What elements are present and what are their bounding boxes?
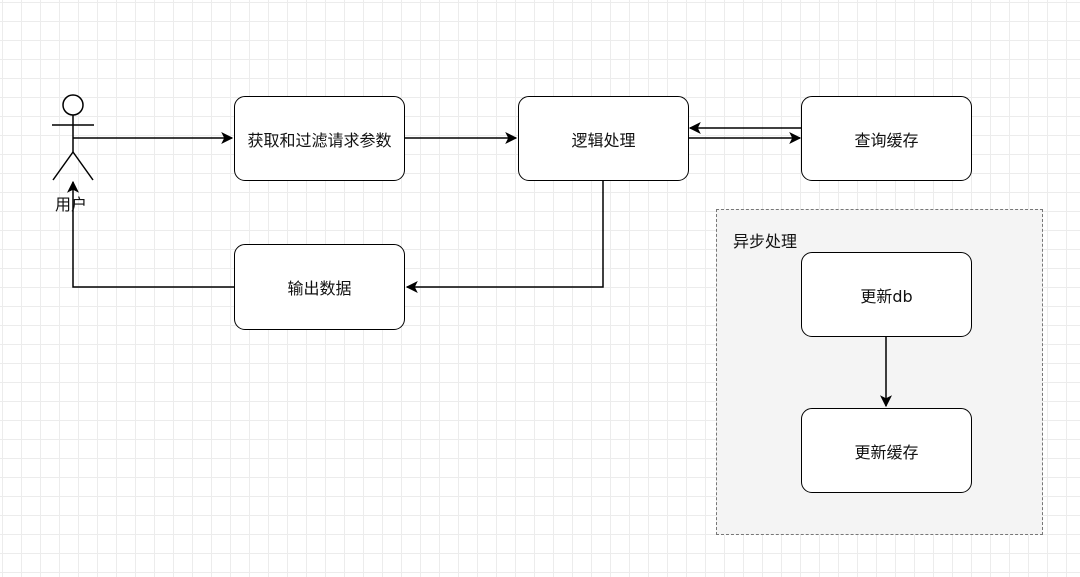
node-fetch-filter[interactable]: 获取和过滤请求参数: [234, 96, 405, 181]
node-fetch-filter-label: 获取和过滤请求参数: [247, 130, 392, 150]
node-update-db-label: 更新db: [860, 286, 913, 306]
node-query-cache[interactable]: 查询缓存: [801, 96, 972, 181]
edge-output-to-user: [67, 180, 234, 288]
node-query-cache-label: 查询缓存: [854, 130, 919, 150]
node-output[interactable]: 输出数据: [234, 244, 405, 330]
node-logic-label: 逻辑处理: [571, 130, 636, 150]
group-async-label: 异步处理: [733, 232, 798, 251]
node-logic[interactable]: 逻辑处理: [518, 96, 689, 181]
user-actor-label: 用户: [55, 195, 88, 214]
node-update-cache-label: 更新缓存: [854, 442, 919, 462]
node-output-label: 输出数据: [287, 279, 352, 298]
user-actor-icon[interactable]: [52, 94, 94, 181]
edge-logic-to-output: [405, 181, 604, 293]
node-update-db[interactable]: 更新db: [801, 252, 972, 337]
node-update-cache[interactable]: 更新缓存: [801, 408, 972, 493]
